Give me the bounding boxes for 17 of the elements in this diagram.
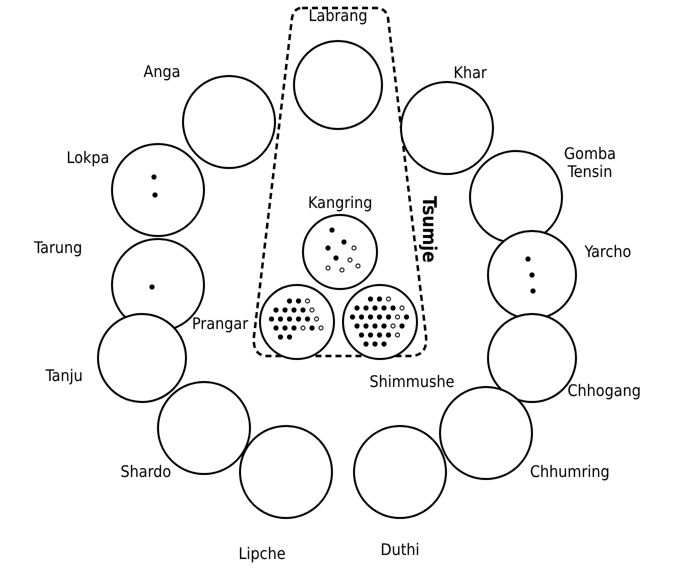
village-label: Anga (144, 63, 180, 81)
village-label: Shardo (120, 463, 172, 481)
group-label: Tsumje (420, 196, 438, 263)
village-label: Tanju (46, 367, 83, 385)
village-label: Labrang (308, 7, 368, 25)
village-label: Chhogang (568, 382, 641, 400)
village-label: Tarung (34, 239, 82, 257)
village-label: Chhumring (530, 463, 610, 481)
village-label: Kangring (308, 194, 372, 212)
village-label: Gomba Tensin (563, 145, 617, 181)
village-label: Lipche (238, 545, 286, 563)
village-label: Shimmushe (370, 373, 454, 391)
village-label: Yarcho (584, 243, 632, 261)
village-label: Khar (454, 64, 487, 82)
village-label: Duthi (380, 541, 420, 559)
village-label: Lokpa (66, 149, 110, 167)
village-label: Prangar (192, 315, 248, 333)
